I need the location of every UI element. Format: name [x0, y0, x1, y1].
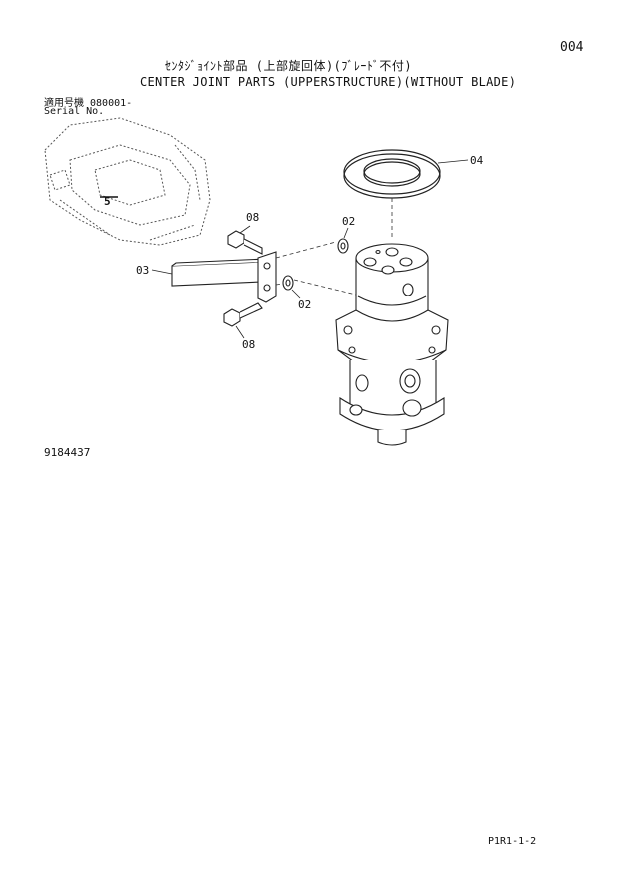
drawing-number: 9184437: [44, 446, 91, 459]
leader-oring-upper: [343, 227, 349, 239]
serial-label-english: Serial No.: [44, 106, 105, 117]
bolt-lower: [223, 302, 263, 327]
oring-upper: [337, 238, 349, 254]
callout-02-upper: 02: [342, 215, 355, 228]
title-english: CENTER JOINT PARTS (UPPERSTRUCTURE)(WITH…: [140, 75, 517, 89]
footer-reference: P1R1-1-2: [488, 836, 537, 847]
bolt-upper: [227, 230, 263, 255]
packing-ring: [343, 149, 441, 199]
callout-02-lower: 02: [298, 298, 311, 311]
alignment-lines: [275, 198, 393, 297]
title-japanese: ｾﾝﾀｼﾞｮｲﾝﾄ部品 (上部旋回体)(ﾌﾞﾚｰﾄﾞ不付): [165, 59, 413, 73]
leader-packing-ring: [437, 159, 469, 164]
oring-lower: [282, 275, 294, 291]
leader-oring-lower: [291, 289, 301, 299]
callout-08-lower: 08: [242, 338, 255, 351]
leader-bolt-upper: [239, 225, 251, 234]
callout-04: 04: [470, 154, 484, 167]
leader-bolt-lower: [235, 325, 245, 339]
center-joint-body: [335, 243, 449, 446]
page-number: 004: [560, 40, 584, 55]
excavator-thumbnail: [44, 117, 211, 246]
stopper-bracket: [171, 251, 277, 303]
leader-stopper: [151, 269, 173, 275]
serial-label-japanese: 適用号機 080001-: [44, 98, 133, 109]
callout-08-upper: 08: [246, 211, 259, 224]
callout-03: 03: [136, 264, 149, 277]
machine-marker-label: 5: [104, 195, 111, 208]
